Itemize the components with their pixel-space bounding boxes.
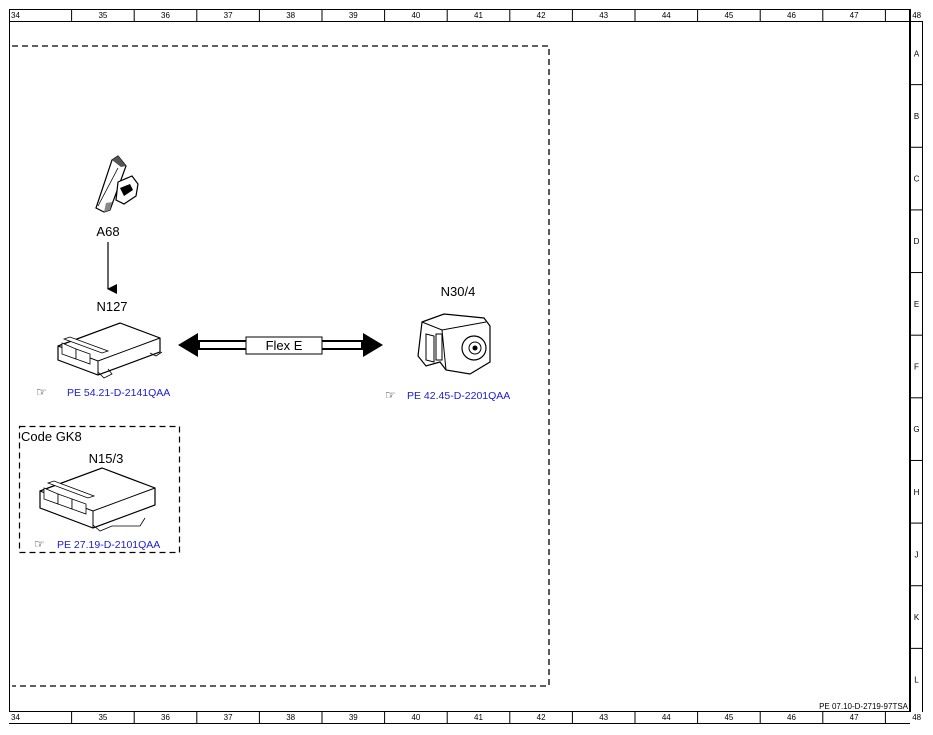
ruler-row-label: D [914, 237, 920, 246]
n15-3-reference[interactable]: PE 27.19-D-2101QAA [57, 539, 160, 551]
ruler-column-label: 41 [474, 713, 483, 722]
pointing-hand-icon: ☞ [385, 388, 396, 402]
ruler-column-label: 47 [850, 713, 859, 722]
code-gk8-box [18, 425, 181, 554]
ruler-column-label: 46 [787, 713, 796, 722]
ruler-column-label: 42 [537, 713, 546, 722]
n127-label: N127 [96, 299, 127, 314]
n30-4-reference[interactable]: PE 42.45-D-2201QAA [407, 390, 510, 402]
ruler-column-label: 38 [286, 713, 295, 722]
ruler-column-label: 43 [599, 713, 608, 722]
ruler-row-label: F [914, 363, 919, 372]
ruler-row-label: J [915, 550, 919, 559]
ruler-row-label: L [914, 676, 919, 685]
ruler-row-label: G [913, 425, 919, 434]
ruler-column-label: 39 [349, 713, 358, 722]
ref-n15-3-link[interactable]: ☞ PE 27.19-D-2101QAA [34, 537, 160, 551]
ruler-column-label: 37 [224, 713, 233, 722]
ruler-column-label: 35 [98, 11, 107, 20]
ruler-column-label: 44 [662, 713, 671, 722]
ruler-row-label: E [914, 300, 919, 309]
control-unit-icon [39, 467, 156, 532]
n30-4-label: N30/4 [441, 284, 476, 299]
n127-reference[interactable]: PE 54.21-D-2141QAA [67, 387, 170, 399]
ruler-column-label: 46 [787, 11, 796, 20]
ruler-column-label: 40 [411, 713, 420, 722]
right-ruler: A B C D E F G H J K L [910, 9, 923, 712]
ruler-row-label: A [914, 49, 920, 58]
ruler-row-label: B [914, 112, 919, 121]
ruler-column-label: 38 [286, 11, 295, 20]
n15-3-label: N15/3 [89, 451, 124, 466]
document-id: PE 07.10-D-2719-97TSA [819, 702, 909, 711]
ruler-column-label: 41 [474, 11, 483, 20]
pedal-icon [95, 155, 139, 213]
pointing-hand-icon: ☞ [34, 537, 45, 551]
ruler-column-label: 47 [850, 11, 859, 20]
ruler-column-label: 44 [662, 11, 671, 20]
code-gk8-label: Code GK8 [21, 429, 82, 444]
ruler-column-label: 37 [224, 11, 233, 20]
ruler-column-label: 34 [11, 11, 20, 20]
ruler-column-label: 48 [912, 11, 921, 20]
system-boundary-frame [12, 45, 550, 687]
control-unit-icon [57, 322, 163, 379]
ruler-column-label: 42 [537, 11, 546, 20]
ruler-column-label: 35 [98, 713, 107, 722]
ref-n127-link[interactable]: ☞ PE 54.21-D-2141QAA [36, 385, 170, 399]
ruler-row-label: K [914, 613, 920, 622]
ruler-column-label: 36 [161, 11, 170, 20]
ruler-column-label: 40 [411, 11, 420, 20]
bottom-ruler: 34 35 36 37 38 39 40 41 42 43 44 45 46 47 48 [9, 711, 922, 724]
ruler-column-label: 45 [724, 11, 733, 20]
ruler-column-label: 36 [161, 713, 170, 722]
ruler-column-label: 39 [349, 11, 358, 20]
ruler-column-label: 45 [724, 713, 733, 722]
flex-e-label: Flex E [266, 338, 303, 353]
ruler-column-label: 48 [912, 713, 921, 722]
abs-unit-icon [417, 313, 491, 375]
ref-n30-4-link[interactable]: ☞ PE 42.45-D-2201QAA [385, 388, 510, 402]
ruler-column-label: 43 [599, 11, 608, 20]
a68-label: A68 [96, 224, 119, 239]
flex-e-bus: Flex E [178, 333, 383, 357]
ruler-column-label: 34 [11, 713, 20, 722]
ruler-row-label: C [914, 175, 920, 184]
top-ruler: 34 35 36 37 38 39 40 41 42 43 44 45 46 47 48 [9, 9, 922, 22]
pointing-hand-icon: ☞ [36, 385, 47, 399]
ruler-row-label: H [914, 488, 920, 497]
